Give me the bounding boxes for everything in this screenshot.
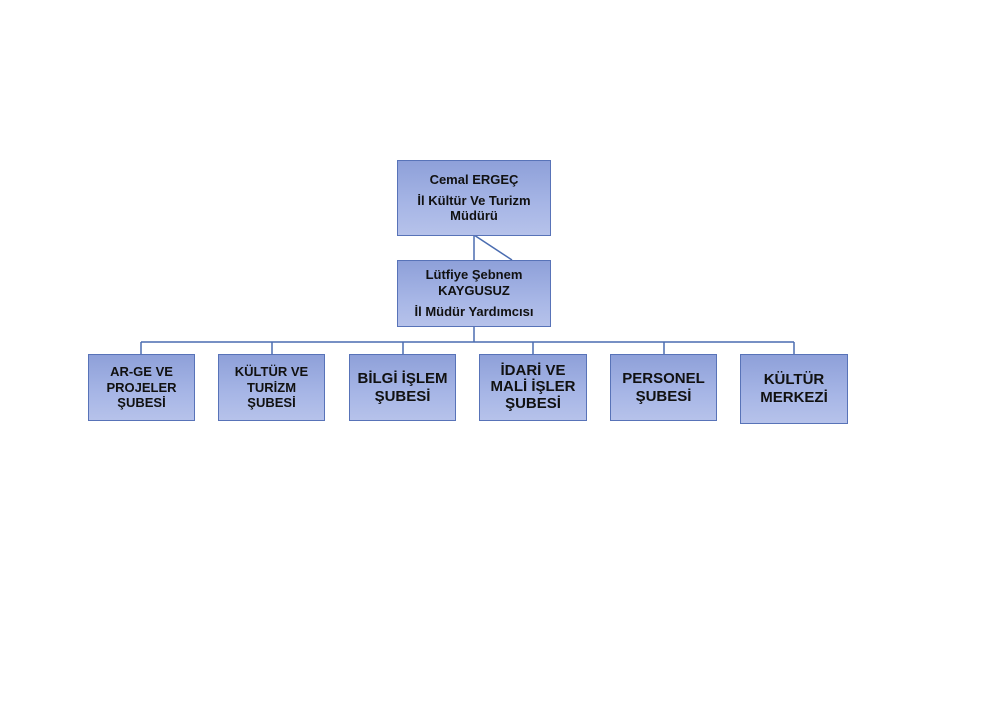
branch-label-line: MALİ İŞLER [490, 378, 576, 396]
branch-personel: PERSONEL ŞUBESİ [610, 354, 717, 421]
branch-label-line: PROJELER [106, 379, 177, 395]
branch-arge: AR-GE VE PROJELER ŞUBESİ [88, 354, 195, 421]
deputy-name-line1: Lütfiye Şebnem [425, 267, 523, 283]
branch-label-line: BİLGİ İŞLEM [357, 369, 448, 387]
branch-label-line: İDARİ VE [500, 361, 566, 379]
branch-label-line: PERSONEL [622, 369, 705, 387]
director-box: Cemal ERGEÇ İl Kültür Ve Turizm Müdürü [397, 160, 551, 236]
director-title-line1: İl Kültür Ve Turizm [417, 192, 531, 208]
connector-diagonal [473, 234, 513, 261]
branch-kultur-merkezi: KÜLTÜR MERKEZİ [740, 354, 848, 424]
branch-label-line: ŞUBESİ [117, 395, 166, 411]
branch-label-line: ŞUBESİ [247, 395, 296, 411]
director-name: Cemal ERGEÇ [429, 172, 519, 188]
director-title-line2: Müdürü [450, 208, 498, 224]
branch-label-line: ŞUBESİ [505, 394, 561, 412]
branch-idari-mali: İDARİ VE MALİ İŞLER ŞUBESİ [479, 354, 587, 421]
deputy-box: Lütfiye Şebnem KAYGUSUZ İl Müdür Yardımc… [397, 260, 551, 327]
deputy-title: İl Müdür Yardımcısı [414, 304, 534, 320]
branch-label-line: TURİZM [246, 379, 297, 395]
branch-label-line: KÜLTÜR [763, 371, 825, 388]
branch-label-line: AR-GE VE [110, 364, 173, 380]
branch-label-line: ŞUBESİ [374, 387, 431, 405]
branch-kultur-turizm: KÜLTÜR VE TURİZM ŞUBESİ [218, 354, 325, 421]
deputy-name-line2: KAYGUSUZ [438, 282, 510, 298]
branch-label-line: KÜLTÜR VE [234, 364, 309, 380]
branch-label-line: ŞUBESİ [635, 387, 692, 405]
branch-label-line: MERKEZİ [760, 389, 828, 406]
branch-bilgi-islem: BİLGİ İŞLEM ŞUBESİ [349, 354, 456, 421]
